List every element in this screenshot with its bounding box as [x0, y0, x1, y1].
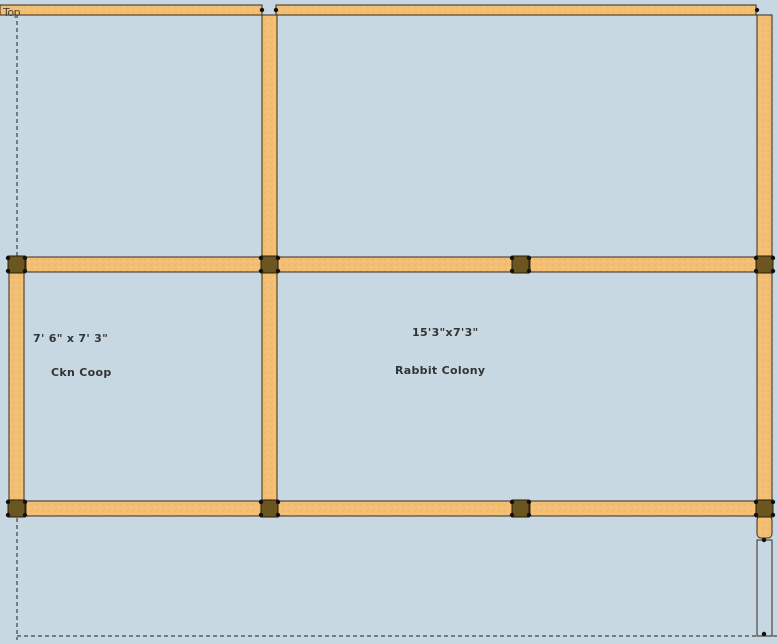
post-middle-center[interactable] — [260, 255, 279, 274]
joint-handle[interactable] — [258, 255, 264, 261]
beam-top-left[interactable] — [0, 4, 263, 16]
joint-handle[interactable] — [275, 499, 281, 505]
joint-handle[interactable] — [761, 537, 767, 543]
room-name-rabbit-colony: Rabbit Colony — [395, 364, 486, 377]
beam-vertical-left[interactable] — [8, 271, 25, 502]
joint-handle[interactable] — [5, 268, 11, 274]
beam-vertical-right-lower[interactable] — [756, 515, 773, 539]
joint-handle[interactable] — [753, 499, 759, 505]
outline-right-bottom — [756, 539, 773, 637]
joint-handle[interactable] — [770, 512, 776, 518]
joint-handle[interactable] — [258, 499, 264, 505]
joint-handle[interactable] — [509, 255, 515, 261]
joint-handle[interactable] — [5, 512, 11, 518]
beam-middle-right[interactable] — [529, 256, 757, 273]
post-bottom-left[interactable] — [7, 499, 26, 518]
beam-middle-left[interactable] — [25, 256, 263, 273]
joint-handle[interactable] — [275, 268, 281, 274]
joint-handle[interactable] — [22, 268, 28, 274]
joint-handle[interactable] — [753, 255, 759, 261]
joint-handle[interactable] — [275, 255, 281, 261]
joint-handle[interactable] — [258, 268, 264, 274]
joint-handle[interactable] — [258, 512, 264, 518]
room-dimensions-ckn-coop: 7' 6" x 7' 3" — [33, 332, 109, 345]
post-middle-left[interactable] — [7, 255, 26, 274]
beam-bottom-center[interactable] — [277, 500, 513, 517]
joint-handle[interactable] — [5, 255, 11, 261]
room-dimensions-rabbit-colony: 15'3"x7'3" — [412, 326, 479, 339]
joint-handle[interactable] — [770, 268, 776, 274]
joint-handle[interactable] — [509, 512, 515, 518]
joint-handle[interactable] — [770, 255, 776, 261]
joint-handle[interactable] — [753, 512, 759, 518]
joint-handle[interactable] — [22, 512, 28, 518]
post-bottom-right[interactable] — [755, 499, 774, 518]
beam-vertical-center-upper[interactable] — [261, 14, 278, 258]
beam-middle-center[interactable] — [277, 256, 513, 273]
beam-top-right[interactable] — [275, 4, 757, 16]
joint-handle[interactable] — [259, 7, 265, 13]
beam-bottom-right[interactable] — [529, 500, 757, 517]
joint-handle[interactable] — [22, 255, 28, 261]
beam-vertical-right-upper[interactable] — [756, 14, 773, 258]
beam-vertical-right-middle[interactable] — [756, 271, 773, 502]
post-middle-mid-right[interactable] — [511, 255, 530, 274]
room-name-ckn-coop: Ckn Coop — [51, 366, 112, 379]
joint-handle[interactable] — [526, 255, 532, 261]
joint-handle[interactable] — [761, 631, 767, 637]
view-label: Top — [3, 6, 21, 19]
beam-bottom-left[interactable] — [25, 500, 263, 517]
joint-handle[interactable] — [754, 7, 760, 13]
beam-vertical-center-lower[interactable] — [261, 271, 278, 502]
post-bottom-mid-right[interactable] — [511, 499, 530, 518]
joint-handle[interactable] — [509, 268, 515, 274]
joint-handle[interactable] — [526, 499, 532, 505]
joint-handle[interactable] — [273, 7, 279, 13]
joint-handle[interactable] — [526, 512, 532, 518]
joint-handle[interactable] — [22, 499, 28, 505]
joint-handle[interactable] — [509, 499, 515, 505]
joint-handle[interactable] — [5, 499, 11, 505]
post-bottom-center[interactable] — [260, 499, 279, 518]
joint-handle[interactable] — [275, 512, 281, 518]
joint-handle[interactable] — [753, 268, 759, 274]
post-middle-right[interactable] — [755, 255, 774, 274]
joint-handle[interactable] — [526, 268, 532, 274]
joint-handle[interactable] — [770, 499, 776, 505]
